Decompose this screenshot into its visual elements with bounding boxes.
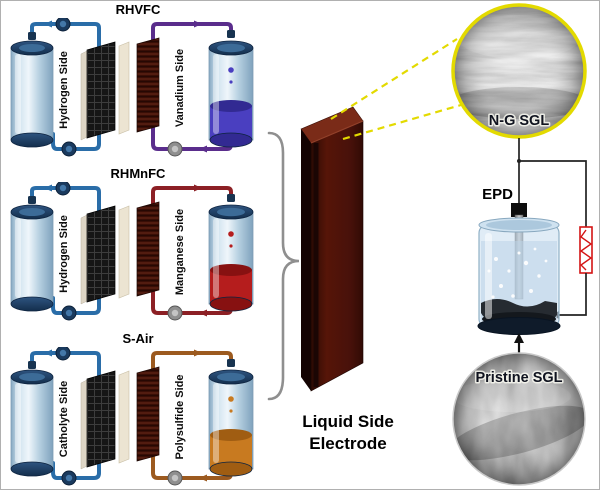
- epd-circuit-wire: [519, 160, 587, 227]
- pump-icon: [61, 141, 77, 157]
- tube-right-top: [151, 186, 233, 208]
- battery-title: RHVFC: [115, 2, 161, 17]
- resistor-icon: [579, 226, 593, 274]
- pristine-sgl-label: Pristine SGL: [475, 370, 562, 386]
- battery-unit-rhmnfc: RHMnFC: [3, 166, 273, 326]
- gdl-backing: [80, 50, 88, 141]
- slab-side-face: [301, 129, 311, 391]
- pristine-circle-border: [452, 352, 586, 486]
- flow-arrow-icon: [44, 349, 52, 357]
- gdl-backing: [80, 214, 88, 305]
- pump-icon-gray: [167, 305, 183, 321]
- epd-label: EPD: [482, 186, 513, 203]
- membrane: [118, 205, 130, 299]
- pump-icon: [61, 305, 77, 321]
- flow-arrow-icon: [194, 184, 202, 192]
- electrode-stack-left: [86, 370, 116, 468]
- electrode-stack-left: [86, 205, 116, 303]
- ng-sgl-micrograph: [453, 5, 585, 137]
- gdl-backing: [80, 379, 88, 470]
- caption-line-2: Electrode: [309, 434, 387, 454]
- battery-diagram: Catholyte Side Polysulfide Side: [10, 347, 254, 486]
- liquid-side-electrode-slab: [300, 106, 364, 392]
- left-side-label: Hydrogen Side: [58, 51, 70, 129]
- pump-icon: [55, 347, 71, 361]
- electrode-clamp: [511, 203, 527, 217]
- electrolyte-tank-left: [10, 32, 54, 148]
- electrolyte-tank-left: [10, 196, 54, 312]
- flow-arrow-icon: [194, 20, 202, 28]
- insert-arrow-up: [514, 333, 524, 353]
- right-side-label: Manganese Side: [174, 209, 186, 295]
- slab-front-face: [310, 120, 364, 392]
- battery-diagram: Hydrogen Side Vanadium Side: [10, 18, 254, 157]
- pump-icon-gray: [167, 141, 183, 157]
- beaker-base: [477, 317, 561, 335]
- left-side-label: Hydrogen Side: [58, 215, 70, 293]
- flow-arrow-icon: [44, 184, 52, 192]
- battery-unit-rhvfc: RHVFC: [3, 2, 273, 162]
- battery-title: RHMnFC: [110, 166, 166, 181]
- flow-arrow-icon: [194, 349, 202, 357]
- electrolyte-tank-right: [208, 194, 254, 312]
- electrode-stack-left: [86, 41, 116, 139]
- electrolyte-tank-left: [10, 361, 54, 477]
- droplet-icon: [228, 396, 234, 402]
- tube-right-top: [151, 22, 233, 44]
- epd-beaker: [477, 214, 561, 335]
- electrolyte-tank-right: [208, 30, 254, 148]
- epd-circuit-wire: [559, 273, 587, 316]
- pump-icon: [61, 470, 77, 486]
- battery-unit-s-air: S-Air: [3, 331, 273, 489]
- right-side-label: Polysulfide Side: [174, 375, 186, 460]
- electrode-stack-right: [136, 366, 160, 462]
- battery-title: S-Air: [122, 331, 154, 346]
- electrode-stack-right: [136, 37, 160, 133]
- flow-arrow-icon: [44, 20, 52, 28]
- grouping-brace: [267, 131, 300, 401]
- ng-circle-border: [451, 3, 587, 139]
- caption-line-1: Liquid Side: [302, 412, 394, 431]
- pump-icon-gray: [167, 470, 183, 486]
- flow-arrow-icon: [199, 145, 207, 153]
- liquid-side-electrode-caption: Liquid Side Electrode: [288, 411, 408, 455]
- flow-arrow-icon: [199, 309, 207, 317]
- right-side-label: Vanadium Side: [174, 49, 186, 127]
- membrane: [118, 41, 130, 135]
- right-panel: N-G SGL EPD: [451, 3, 593, 486]
- electrode-stack-right: [136, 201, 160, 297]
- pump-icon: [55, 18, 71, 32]
- pump-icon: [55, 182, 71, 196]
- left-side-label: Catholyte Side: [58, 381, 70, 457]
- membrane: [118, 370, 130, 464]
- ng-sgl-label: N-G SGL: [489, 113, 550, 129]
- electrolyte-tank-right: [208, 359, 254, 477]
- wire-junction: [517, 159, 521, 163]
- tube-right-top: [151, 351, 233, 373]
- pristine-sgl-micrograph: [453, 353, 585, 485]
- battery-diagram: Hydrogen Side Manganese Side: [10, 182, 254, 321]
- droplet-icon: [228, 231, 234, 237]
- droplet-icon: [228, 67, 234, 73]
- flow-arrow-icon: [199, 474, 207, 482]
